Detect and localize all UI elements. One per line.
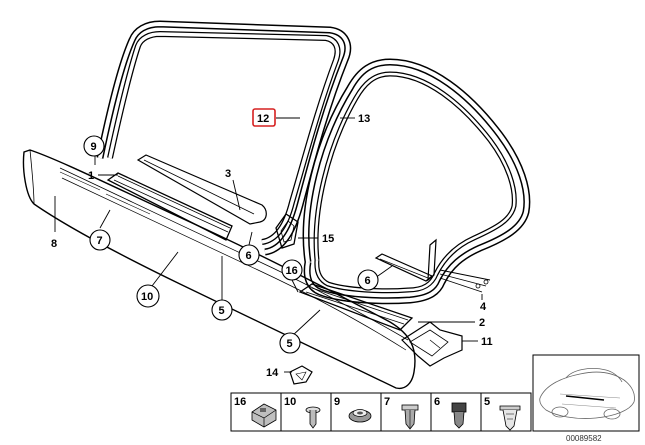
callout-6a: 6 [246,250,252,262]
cable-4 [439,269,491,293]
callout-13: 13 [358,113,370,125]
front-entrance-trim [106,172,233,241]
callout-12-highlight [252,108,276,127]
callout-3: 3 [225,168,231,180]
callout-16-circle [281,259,303,281]
legend-label-9: 9 [334,396,340,408]
grommet-icon [348,409,372,423]
clip-block-icon [251,403,277,428]
callout-8: 8 [51,238,57,250]
rear-inner-sill-strip [374,253,434,282]
clip-14 [289,365,313,385]
callout-14: 14 [266,367,279,379]
legend-label-7: 7 [384,396,390,408]
front-door-seal [96,20,352,256]
callout-labels: 1 3 9 8 7 10 5 6 12 13 15 16 6 4 2 5 11 … [51,108,493,379]
legend-label-16: 16 [234,396,246,408]
callout-5b-circle [279,332,301,354]
legend-label-6: 6 [434,396,440,408]
callout-1: 1 [88,170,94,182]
callout-7-circle [89,229,111,251]
callout-6b-circle [357,269,379,291]
bracket-11 [401,321,463,367]
callout-10: 10 [141,291,153,303]
callout-16: 16 [286,265,298,277]
rocker-panel [22,149,416,390]
callout-4: 4 [480,301,487,313]
callout-11: 11 [481,336,493,348]
spring-clip-icon [499,405,521,431]
callout-2: 2 [479,317,485,329]
legend-label-10: 10 [284,396,296,408]
bracket-15 [275,213,299,249]
callout-15: 15 [322,233,334,245]
rear-entrance-trim [298,283,414,331]
fastener-legend: 16 10 9 7 6 5 [230,392,532,432]
rear-door-seal [302,58,531,305]
callout-7: 7 [97,235,103,247]
document-number: 00089582 [566,434,602,443]
callout-9-circle [83,135,105,157]
car-thumbnail [532,354,640,432]
front-inner-sill-strip [136,154,267,225]
callout-5a: 5 [219,305,225,317]
callout-12: 12 [257,113,269,125]
callout-5a-circle [211,299,233,321]
leader-lines [54,117,483,373]
callout-6a-circle [238,244,260,266]
callout-9: 9 [91,141,97,153]
callout-5b: 5 [287,338,293,350]
square-clip-icon [451,402,467,429]
legend-label-5: 5 [484,396,490,408]
callout-10-circle [136,284,160,308]
expanding-clip-icon [401,404,419,430]
push-rivet-icon [305,406,321,429]
callout-6b: 6 [365,275,371,287]
